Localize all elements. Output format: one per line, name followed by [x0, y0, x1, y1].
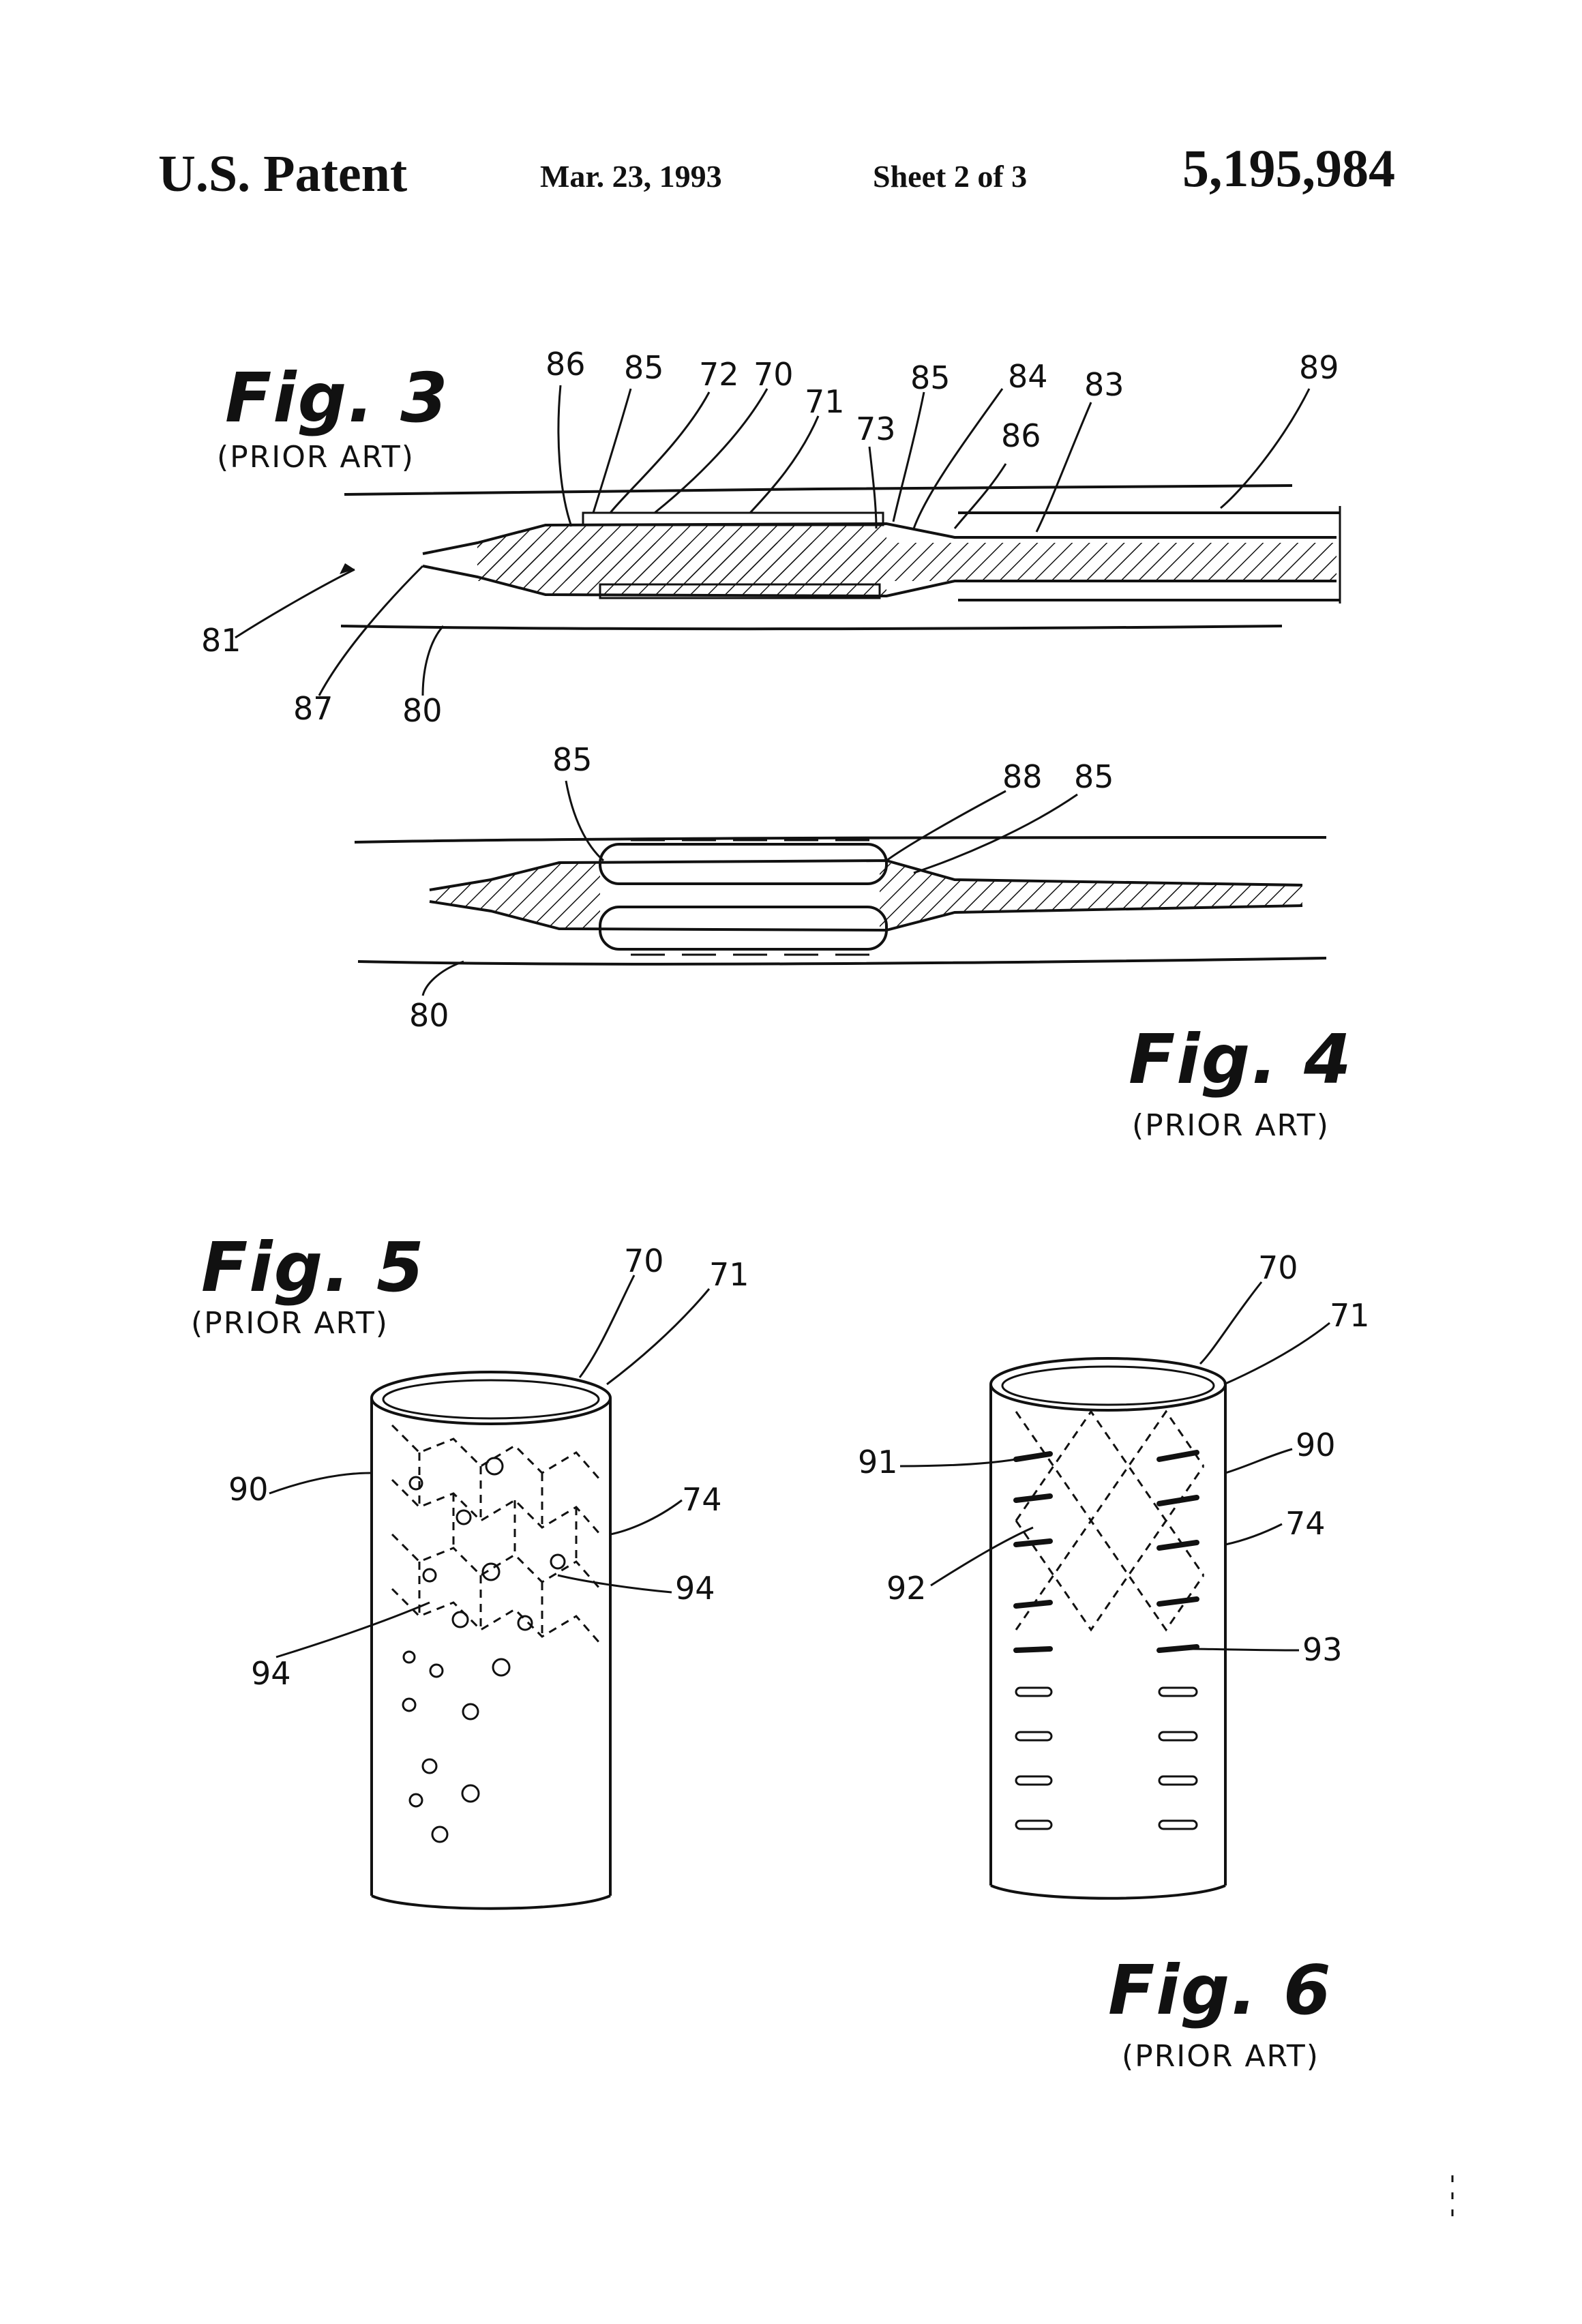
fig5-ref-70: 70 — [624, 1242, 664, 1279]
fig5-ref-94a: 94 — [675, 1570, 715, 1607]
fig3-ref-87: 87 — [293, 690, 333, 727]
fig6-ref-93: 93 — [1302, 1631, 1343, 1668]
fig3-ref-81: 81 — [201, 622, 241, 659]
fig3-ref-83: 83 — [1084, 366, 1124, 403]
fig5-ref-90: 90 — [228, 1471, 269, 1508]
fig4-drawing: 85 88 85 80 — [355, 741, 1326, 1034]
fig3-ref-72: 72 — [699, 356, 739, 393]
fig3-ref-89: 89 — [1299, 349, 1339, 386]
fig4-balloon-upper — [600, 844, 886, 884]
fig3-ref-86a: 86 — [546, 346, 586, 383]
fig6-ref-92: 92 — [886, 1570, 927, 1607]
fig3-vessel-upper-wall — [344, 486, 1292, 494]
fig6-drawing: 70 71 91 90 74 92 93 — [858, 1249, 1370, 1898]
fig3-ref-85a: 85 — [624, 349, 664, 386]
fig6-ref-91: 91 — [858, 1444, 898, 1480]
fig3-ref-86b: 86 — [1001, 417, 1041, 454]
fig3-ref-73: 73 — [856, 411, 896, 447]
fig3-ref-70: 70 — [753, 356, 794, 393]
fig5-ref-74: 74 — [682, 1481, 722, 1518]
fig4-ref-85b: 85 — [1074, 758, 1114, 795]
fig4-ref-80: 80 — [409, 997, 449, 1034]
fig6-ref-70: 70 — [1258, 1249, 1298, 1286]
fig5-drawing: 70 71 90 74 94 94 — [228, 1242, 749, 1909]
fig3-ref-71: 71 — [805, 383, 845, 420]
fig3-vessel-lower-wall — [341, 626, 1282, 629]
fig6-ref-90: 90 — [1296, 1427, 1336, 1463]
fig5-ref-71: 71 — [709, 1256, 749, 1293]
fig3-ref-84: 84 — [1008, 358, 1048, 395]
fig4-vessel-lower-wall — [358, 958, 1326, 964]
fig3-ref-80: 80 — [402, 692, 443, 729]
fig4-ref-85a: 85 — [552, 741, 593, 778]
fig4-ref-88: 88 — [1002, 758, 1043, 795]
fig5-ref-94b: 94 — [251, 1655, 291, 1692]
fig6-ref-71: 71 — [1330, 1297, 1370, 1334]
fig3-ref-85b: 85 — [910, 359, 951, 396]
fig3-drawing: 86 85 72 70 71 73 85 84 86 83 89 81 87 8… — [201, 346, 1340, 729]
fig6-ref-74: 74 — [1285, 1505, 1326, 1542]
